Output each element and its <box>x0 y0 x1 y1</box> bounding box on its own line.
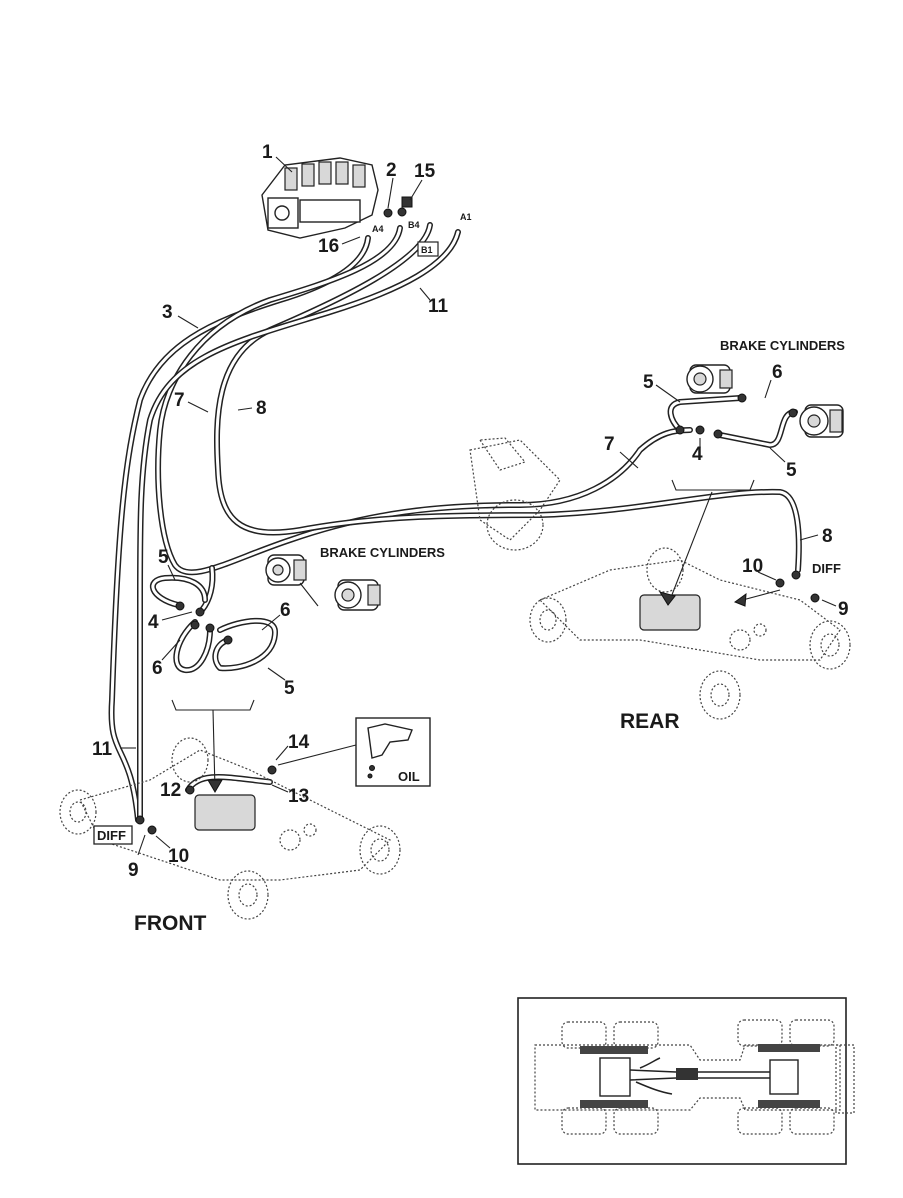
label-5-front-top: 5 <box>158 547 169 568</box>
label-8-rear: 8 <box>822 526 833 547</box>
label-15: 15 <box>414 161 436 182</box>
label-3: 3 <box>162 302 173 323</box>
label-12: 12 <box>160 780 181 801</box>
brake-cylinder-icon <box>686 364 844 438</box>
label-7-rear: 7 <box>604 434 615 455</box>
diff-front-box <box>93 825 133 845</box>
hose-11 <box>136 229 461 821</box>
callout-labels: 1 2 15 A1 B4 A4 B1 16 11 3 7 8 BRAKE CYL… <box>92 142 849 935</box>
brake-cylinder-icon <box>265 554 381 611</box>
label-6-front-right: 6 <box>280 600 291 621</box>
label-10-front: 10 <box>168 846 189 867</box>
label-11-top: 11 <box>428 296 449 317</box>
label-16: 16 <box>318 236 339 257</box>
chassis-outline <box>469 437 561 551</box>
label-9-front: 9 <box>128 860 139 881</box>
label-6-front-left: 6 <box>152 658 163 679</box>
hose-7-front-branch <box>199 565 216 613</box>
b1-box <box>417 241 439 257</box>
hose-7 <box>155 225 693 576</box>
label-6-rear-top: 6 <box>772 362 783 383</box>
label-11-front: 11 <box>92 739 113 760</box>
label-5-rear-bottom: 5 <box>786 460 797 481</box>
oil-label: OIL <box>398 769 420 784</box>
label-a4: A4 <box>372 224 384 234</box>
vehicle-topview-icon <box>517 997 855 1165</box>
hose-5-front <box>149 574 278 674</box>
diff-rear-label: DIFF <box>812 561 841 576</box>
label-5-rear-top: 5 <box>643 372 654 393</box>
fittings <box>135 393 820 835</box>
brake-cylinders-rear-label: BRAKE CYLINDERS <box>720 338 845 353</box>
label-8-left: 8 <box>256 398 267 419</box>
axle-icon <box>59 699 401 920</box>
diff-front-label: DIFF <box>97 828 126 843</box>
label-b1: B1 <box>421 245 433 255</box>
label-1: 1 <box>262 142 273 163</box>
oil-can-icon <box>277 717 431 787</box>
control-valve-icon <box>261 157 413 239</box>
brake-cylinders-front-label: BRAKE CYLINDERS <box>320 545 445 560</box>
label-7-left: 7 <box>174 390 185 411</box>
label-4-rear: 4 <box>692 444 703 465</box>
label-13: 13 <box>288 786 309 807</box>
hose-5-rear <box>667 395 798 448</box>
label-10-rear: 10 <box>742 556 763 577</box>
hose-13 <box>185 774 273 793</box>
front-label: FRONT <box>134 912 206 935</box>
rear-label: REAR <box>620 710 680 733</box>
axle-icon <box>529 479 851 720</box>
label-5-front-bottom: 5 <box>284 678 295 699</box>
label-4-front: 4 <box>148 612 159 633</box>
label-a1: A1 <box>460 212 472 222</box>
label-9-rear: 9 <box>838 599 849 620</box>
leader-lines <box>120 156 837 856</box>
label-b4: B4 <box>408 220 420 230</box>
label-2: 2 <box>386 160 397 181</box>
label-14: 14 <box>288 732 310 753</box>
